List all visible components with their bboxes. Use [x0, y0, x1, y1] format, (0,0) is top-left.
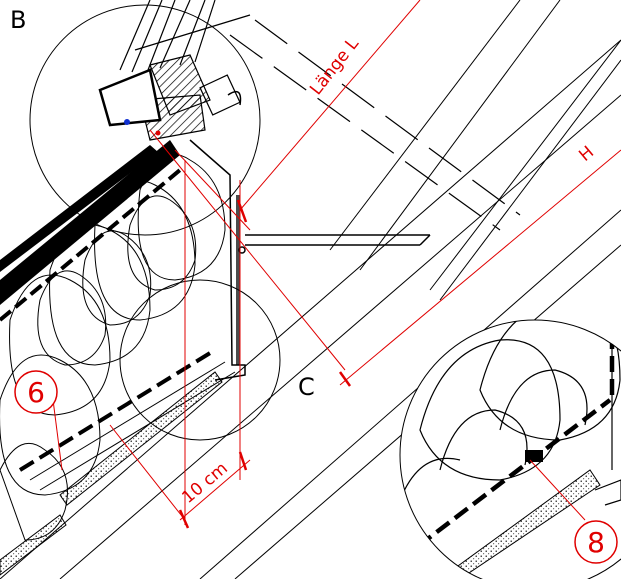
window-frame-profile: [98, 0, 251, 141]
vapour-barrier: [18, 348, 236, 491]
item-marker-6: 6: [14, 370, 58, 414]
inner-board: [59, 371, 223, 506]
height-h-label: H: [575, 142, 598, 166]
item-marker-8: 8: [574, 520, 618, 564]
dimension-10cm-label: 10 cm: [178, 458, 231, 507]
blue-seal-marker: [124, 119, 130, 125]
detail-circle-c: [119, 279, 281, 441]
dimension-ticks: [178, 199, 352, 529]
item-6-label: 6: [27, 376, 45, 409]
detail-b-label: B: [10, 6, 26, 34]
detail-circle-c-enlarged: [399, 319, 621, 579]
length-l-label: Länge L: [306, 34, 363, 99]
item-8-label: 8: [587, 526, 605, 559]
roof-covering: [0, 140, 182, 322]
inner-board-lower: [0, 514, 67, 576]
red-dimension-lines: [51, 0, 621, 525]
red-seal-marker: [155, 130, 161, 136]
detail-c-label: C: [298, 373, 315, 401]
detail-circle-b: [29, 4, 261, 236]
detail-circles: [29, 4, 281, 441]
window-lining: [189, 139, 431, 381]
